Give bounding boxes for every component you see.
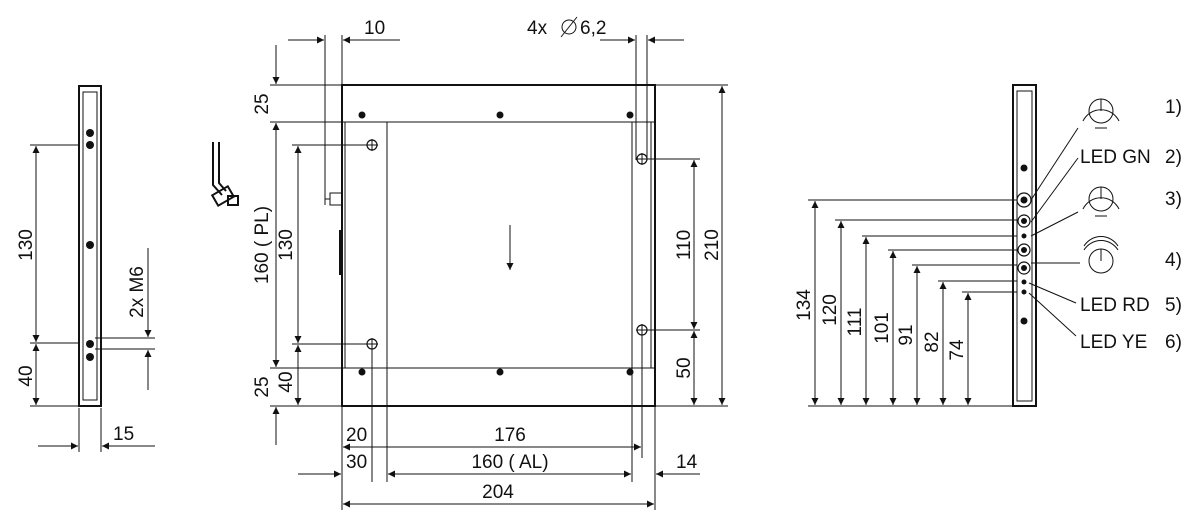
dim-pl: 160 ( PL) [252, 206, 273, 284]
dim-74: 74 [947, 339, 968, 361]
dim-120: 120 [820, 294, 841, 326]
callout-label-6: LED YE [1080, 332, 1147, 353]
callout-label-5: LED RD [1080, 295, 1150, 316]
cable-connector [210, 142, 239, 208]
side-view-left: 130 40 2x M6 15 [16, 85, 155, 452]
callout-number-5: 5) [1165, 295, 1182, 316]
diameter-icon [560, 16, 578, 38]
dim-134: 134 [794, 289, 815, 321]
dial-icon [1083, 236, 1119, 274]
side-view-right: 134 120 111 101 91 82 74 [794, 84, 1182, 407]
callout-number-4: 4) [1165, 250, 1182, 271]
callout-label-2: LED GN [1080, 147, 1151, 168]
potentiometer-icon [1082, 98, 1120, 129]
dim-14: 14 [676, 452, 698, 473]
mounting-hole-markers [86, 129, 94, 361]
potentiometer-icon [1082, 186, 1120, 217]
callout-number-6: 6) [1165, 332, 1182, 353]
dim-176: 176 [494, 425, 526, 446]
frame-outer [341, 84, 656, 407]
holes-count: 4x [527, 18, 548, 39]
dim-101: 101 [872, 312, 893, 344]
callout-number-3: 3) [1165, 189, 1182, 210]
dim-91: 91 [896, 324, 917, 345]
front-view: 10 4x 6,2 25 160 ( PL) 25 130 40 [210, 16, 728, 510]
dim-130-left: 130 [16, 229, 37, 261]
connector-markers [1016, 164, 1032, 325]
dim-50: 50 [674, 357, 695, 378]
dim-210: 210 [702, 229, 723, 261]
frame-screws [358, 111, 634, 376]
dim-10: 10 [364, 18, 385, 39]
dim-15: 15 [113, 424, 134, 445]
dim-20: 20 [346, 425, 367, 446]
thread-label: 2x M6 [127, 266, 148, 318]
side-profile-inner [82, 91, 98, 401]
dim-30: 30 [346, 452, 367, 473]
dim-25-bottom: 25 [252, 376, 273, 397]
dim-111: 111 [845, 308, 866, 337]
side-strip-left [344, 121, 388, 369]
side-profile [78, 85, 102, 407]
dim-110: 110 [674, 230, 695, 260]
dim-40-front: 40 [276, 371, 297, 392]
dim-82: 82 [922, 331, 943, 352]
callout-number-2: 2) [1165, 147, 1182, 168]
dim-al: 160 ( AL) [471, 452, 548, 473]
holes-diameter: 6,2 [580, 18, 606, 39]
dim-204: 204 [482, 482, 514, 503]
mounting-holes [366, 139, 648, 350]
dim-130-front: 130 [276, 229, 297, 261]
side-profile-right [1012, 84, 1037, 407]
dim-25-top: 25 [252, 93, 273, 114]
dim-40-left: 40 [16, 365, 37, 386]
callout-number-1: 1) [1165, 97, 1182, 118]
